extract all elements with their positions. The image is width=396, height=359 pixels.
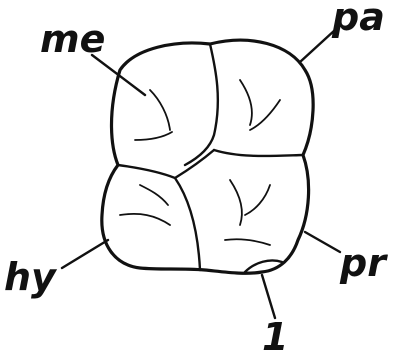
groove-6 — [120, 214, 170, 225]
suture-me-pa — [185, 44, 218, 165]
label-me: me — [40, 17, 105, 61]
label-pa: pa — [331, 0, 385, 39]
label-pr: pr — [339, 241, 388, 285]
leader-pa — [300, 30, 335, 62]
groove-2 — [135, 132, 172, 140]
groove-8 — [245, 185, 270, 215]
label-hy: hy — [4, 255, 58, 299]
groove-9 — [225, 239, 270, 245]
suture-hy-pr — [175, 178, 200, 270]
leader-me — [92, 55, 145, 95]
groove-4 — [250, 100, 280, 130]
leader-pr — [305, 232, 340, 252]
groove-3 — [240, 80, 252, 125]
leader-1 — [262, 275, 275, 318]
groove-1 — [150, 90, 170, 130]
suture-pa-pr — [214, 150, 303, 156]
label-1: 1 — [262, 315, 288, 359]
groove-7 — [230, 180, 242, 225]
groove-5 — [140, 185, 168, 205]
leader-hy — [62, 240, 108, 268]
